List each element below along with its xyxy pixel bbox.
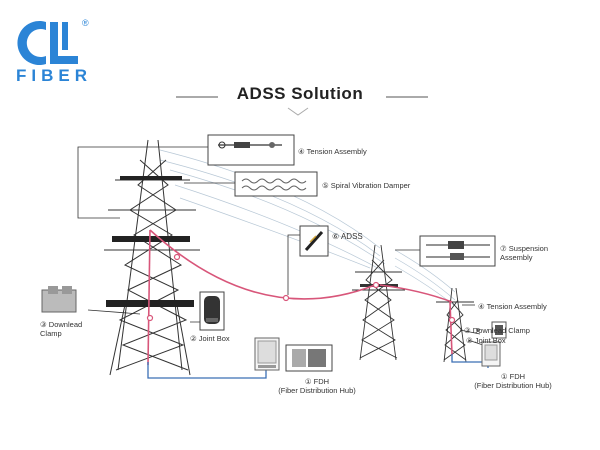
diagram-title: ADSS Solution [236,84,364,103]
tension-assembly-detail [207,134,295,166]
joint-box-detail [199,291,225,331]
label-joint-box-right: ② Joint Box [466,336,506,345]
label-tension-assembly-right: ④ Tension Assembly [478,302,547,311]
label-fdh-right-number: ① FDH [500,372,526,381]
tower-left [104,139,200,376]
label-adss: ⑥ ADSS [332,232,363,241]
label-spiral-vibration-damper: ⑤ Spiral Vibration Damper [322,181,411,190]
suspension-assembly-detail [419,235,496,267]
cable-nodes [146,253,456,324]
spiral-damper-detail [234,171,318,197]
label-downlead-clamp-left: ③ Downlead Clamp [40,320,83,338]
tower-left-arms [106,176,194,307]
fdh-right-detail [476,321,507,367]
tower-middle [352,244,405,361]
label-fdh-left-name: (Fiber Distribution Hub) [278,386,356,395]
label-downlead-clamp-right: ③ Downlead Clamp [464,326,530,335]
adss-cable-detail [299,225,329,257]
leader-lines [77,146,493,361]
label-fdh-left-number: ① FDH [304,377,330,386]
label-tension-assembly-top: ④ Tension Assembly [298,147,367,156]
downlead-clamp-detail [41,286,77,313]
fdh-left-detail [254,337,333,372]
title-decoration [176,96,428,116]
brand-name: FIBER [16,66,92,85]
label-suspension-assembly: ⑦ Suspension Assembly [500,244,549,262]
label-joint-box-left: ② Joint Box [190,334,230,343]
adss-cable [147,229,453,366]
registered-mark: ® [82,18,89,28]
brand-logo-icon [17,21,78,65]
label-fdh-right-name: (Fiber Distribution Hub) [474,381,552,390]
